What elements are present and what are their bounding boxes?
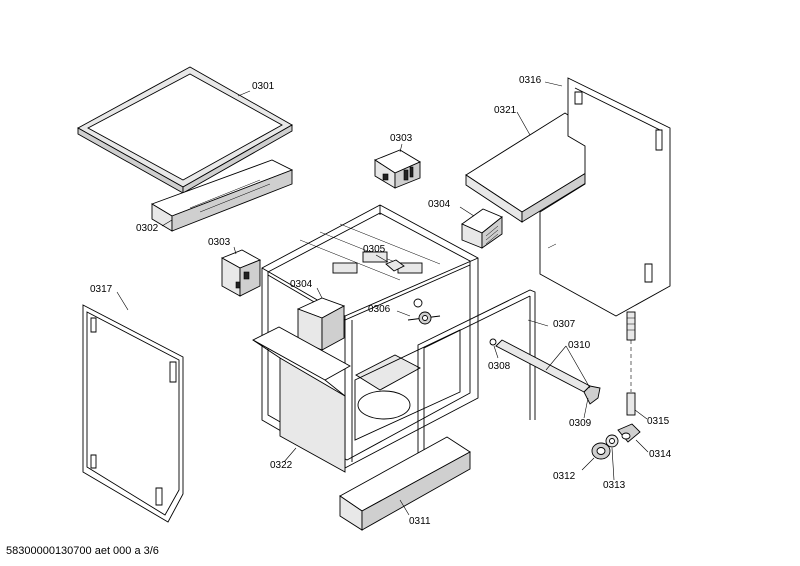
label-0316: 0316 — [519, 75, 542, 86]
label-0314: 0314 — [649, 449, 672, 460]
label-0315: 0315 — [647, 416, 670, 427]
label-0310: 0310 — [568, 340, 591, 351]
label-0311: 0311 — [409, 516, 431, 527]
label-0304-upper: 0304 — [428, 199, 451, 210]
part-0303-upper-bracket — [374, 149, 421, 189]
part-0301-top-panel — [77, 66, 293, 194]
label-0305: 0305 — [363, 244, 386, 255]
part-0316-side-panel — [539, 77, 671, 317]
label-0302: 0302 — [136, 223, 159, 234]
label-0304-side: 0304 — [290, 279, 313, 290]
label-0306: 0306 — [368, 304, 391, 315]
part-0306-fastener — [407, 298, 441, 325]
label-0301: 0301 — [252, 81, 275, 92]
label-0303-left: 0303 — [208, 237, 231, 248]
part-0312-ring — [591, 442, 611, 460]
label-0308: 0308 — [488, 361, 511, 372]
part-0317-side-panel — [82, 304, 184, 523]
part-0313-ring — [605, 434, 619, 448]
leader-lines — [116, 81, 649, 516]
label-0303-upper: 0303 — [390, 133, 413, 144]
label-0321: 0321 — [494, 105, 517, 116]
part-0304-side-block — [296, 297, 346, 351]
label-0313: 0313 — [603, 480, 626, 491]
label-0322: 0322 — [270, 460, 293, 471]
label-0307: 0307 — [553, 319, 576, 330]
part-0305-clip — [385, 259, 405, 272]
part-0303-left-bracket — [220, 249, 262, 297]
part-0311-bottom-rail — [339, 436, 471, 531]
part-0304-upper-block — [461, 208, 503, 249]
part-0314-fitting — [617, 423, 641, 443]
document-footer: 58300000130700 aet 000 a 3/6 — [6, 545, 159, 557]
part-0302-front-rail — [150, 159, 294, 232]
label-0317: 0317 — [90, 284, 113, 295]
part-0322-front-panel — [252, 326, 351, 473]
part-0315-hose — [626, 311, 636, 416]
label-0312: 0312 — [553, 471, 576, 482]
part-0310-tube — [489, 338, 601, 405]
label-0309: 0309 — [569, 418, 592, 429]
